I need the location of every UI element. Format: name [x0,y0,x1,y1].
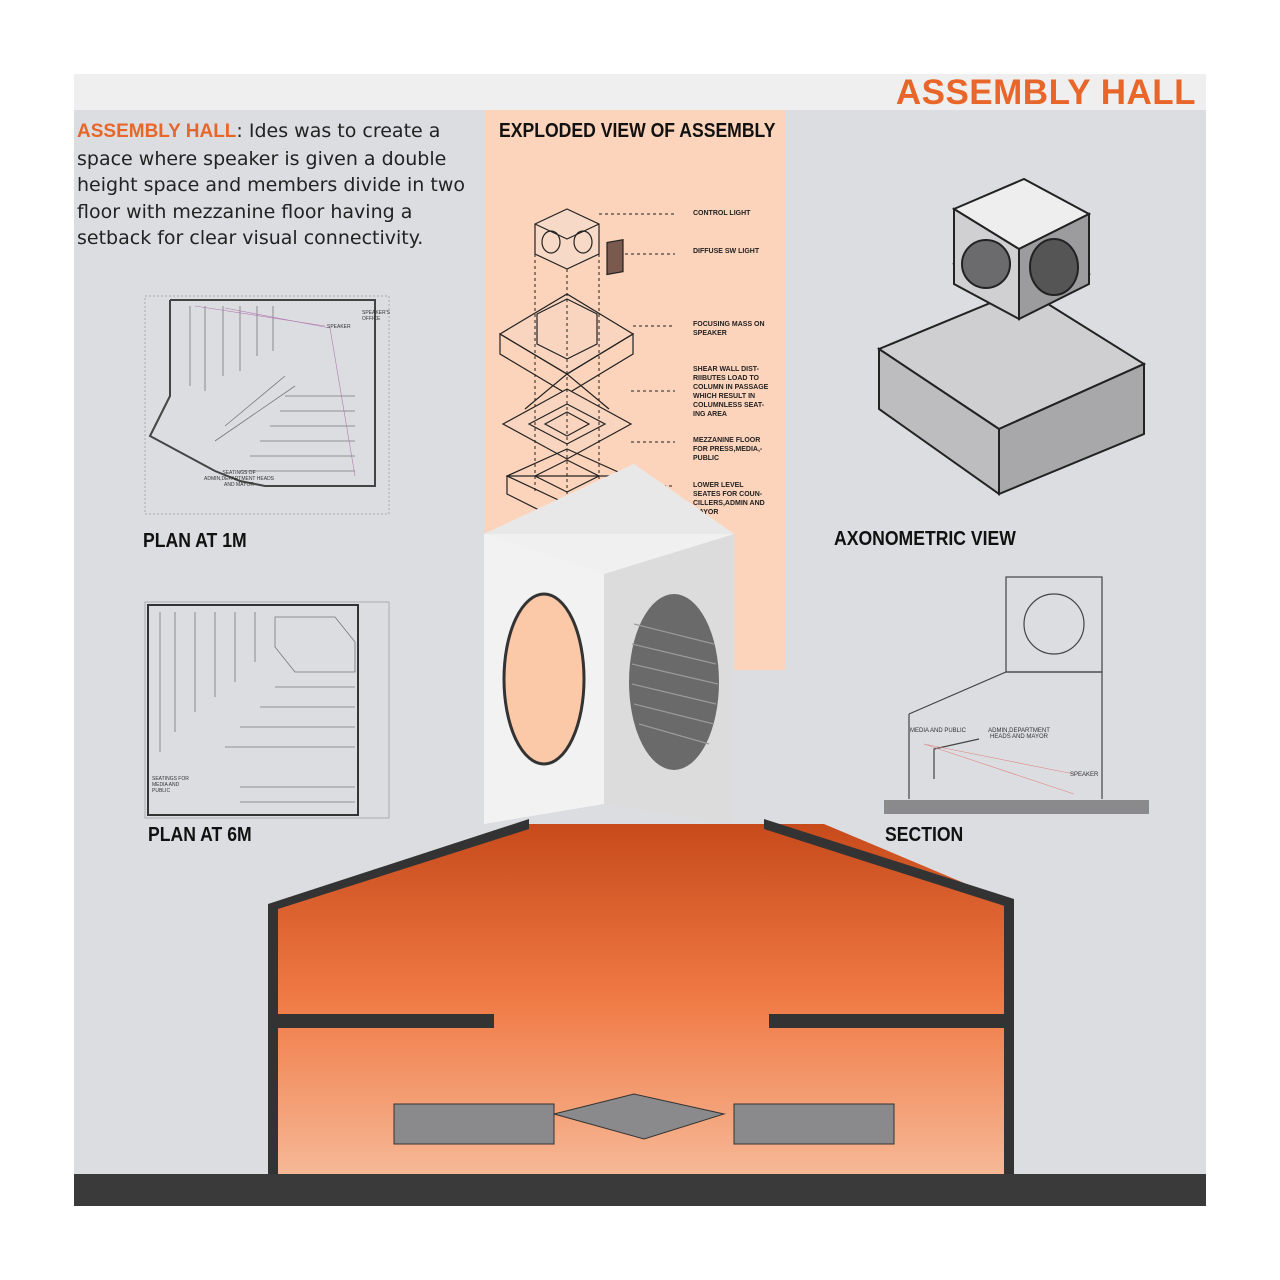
section-media-label: MEDIA AND PUBLIC [910,728,967,734]
plan2-seating-label: SEATINGS FOR MEDIA AND PUBLIC [152,776,189,794]
plan1-office-label: SPEAKER'S OFFICE [362,310,390,322]
plan-1m-drawing [144,295,390,515]
plan1-speaker-label: SPEAKER [327,324,351,330]
section-label: SECTION [885,824,964,846]
ground-strip [74,1174,1206,1206]
plan-1m-label: PLAN AT 1M [143,530,247,552]
note-shear-wall: SHEAR WALL DIST- RIIBUTES LOAD TO COLUMN… [693,366,769,418]
intro-paragraph: ASSEMBLY HALL: Ides was to create a spac… [77,118,487,252]
note-control-light: CONTROL LIGHT [693,210,751,217]
section-speaker-label: SPEAKER [1070,772,1099,778]
note-diffuse-light: DIFFUSE SW LIGHT [693,248,760,255]
intro-text: : Ides was to create a space where speak… [77,120,465,249]
presentation-sheet: ASSEMBLY HALL ASSEMBLY HALL: Ides was to… [74,74,1206,1206]
axonometric-drawing [876,177,1147,496]
note-lower-level: LOWER LEVEL SEATES FOR COUN- CILLERS,ADM… [693,482,765,516]
note-focusing-mass: FOCUSING MASS ON SPEAKER [693,321,765,337]
note-mezzanine: MEZZANINE FLOOR FOR PRESS,MEDIA,- PUBLIC [693,437,763,462]
section-admin-label: ADMIN,DEPARTMENT HEADS AND MAYOR [988,728,1050,740]
exploded-view-title: EXPLODED VIEW OF ASSEMBLY [499,120,776,142]
section-drawing [884,576,1149,814]
sheet-title: ASSEMBLY HALL [895,74,1196,112]
title-bar: ASSEMBLY HALL [74,74,1206,112]
intro-keyword: ASSEMBLY HALL [77,121,237,142]
plan1-seating-label: SEATINGS OF ADMIN,DEPARTMENT HEADS AND M… [204,470,275,488]
plan-6m-drawing [144,601,390,819]
plan-6m-label: PLAN AT 6M [148,824,252,846]
perspective-section-drawing [268,464,1014,1174]
exploded-view-drawing [498,208,675,525]
axonometric-label: AXONOMETRIC VIEW [834,528,1016,550]
